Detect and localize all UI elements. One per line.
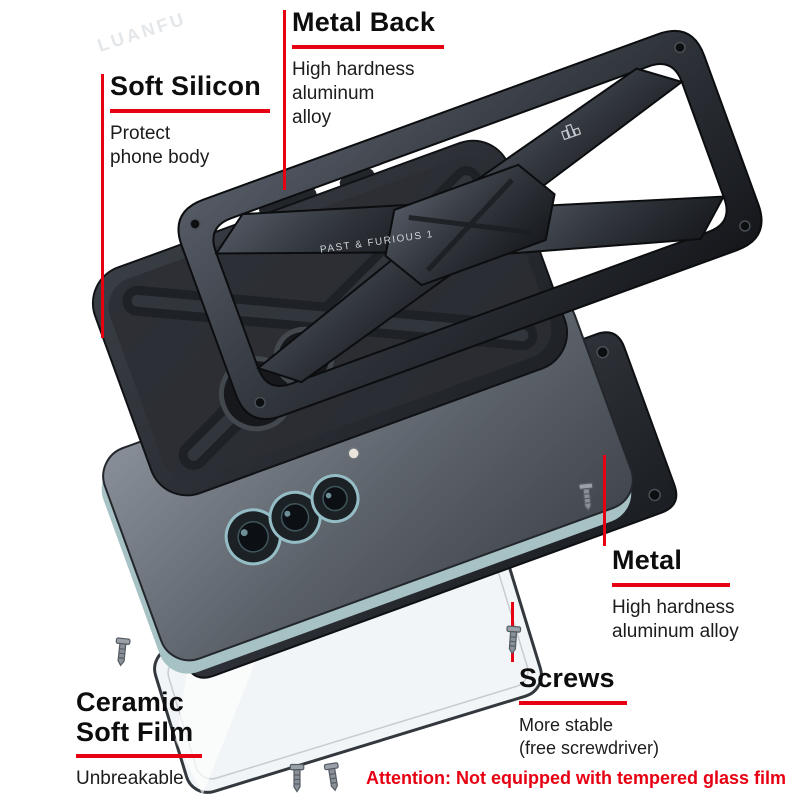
callout-soft-silicon-underline [110,108,270,113]
callout-metal-back-underline [292,44,444,49]
plate-screw-hole [254,396,266,409]
camera-flash [347,447,360,460]
plate-screw-hole [674,41,686,54]
callout-metal: Metal High hardness aluminum alloy [612,545,739,644]
connector-lines [101,10,606,662]
screw-icon [289,763,305,793]
frame-screw-hole [596,345,609,359]
engraving-grid-icon [560,123,582,141]
callout-screws-title: Screws [519,663,615,693]
callout-metal-back: Metal Back High hardness aluminum alloy [292,7,444,131]
callout-metal-back-desc: High hardness aluminum alloy [292,58,415,129]
camera-lens [224,508,282,566]
plate-screw-hole [739,220,751,232]
screw-icon [113,637,131,667]
attention-note: Attention: Not equipped with tempered gl… [365,768,786,788]
callout-metal-title: Metal [612,545,683,575]
callout-ceramic-film-desc: Unbreakable [76,768,184,790]
callout-screws-underline [519,700,627,705]
callout-screws: Screws More stable (free screwdriver) [519,663,660,760]
callout-metal-back-title: Metal Back [292,7,436,37]
callout-soft-silicon-desc: Protect phone body [110,122,210,168]
callout-metal-desc: High hardness aluminum alloy [612,596,739,642]
camera-module [224,447,360,566]
callout-soft-silicon: Soft Silicon Protect phone body [110,71,270,170]
callout-ceramic-film: Ceramic Soft Film Unbreakable [76,687,202,792]
brand-watermark: LUANFU [95,8,189,55]
screw-icon [323,762,343,792]
camera-lens [268,490,322,544]
frame-screw-hole [648,488,661,502]
plate-hub-x [408,178,532,272]
callout-screws-desc: More stable (free screwdriver) [519,714,660,758]
callout-ceramic-film-underline [76,754,202,759]
plate-screw-hole [189,218,201,230]
camera-lens [310,474,360,524]
callout-ceramic-film-title: Ceramic Soft Film [76,687,194,747]
metal-back-plate: PAST & FURIOUS 1 [177,29,763,421]
callout-soft-silicon-title: Soft Silicon [110,71,261,101]
callout-metal-underline [612,582,730,587]
